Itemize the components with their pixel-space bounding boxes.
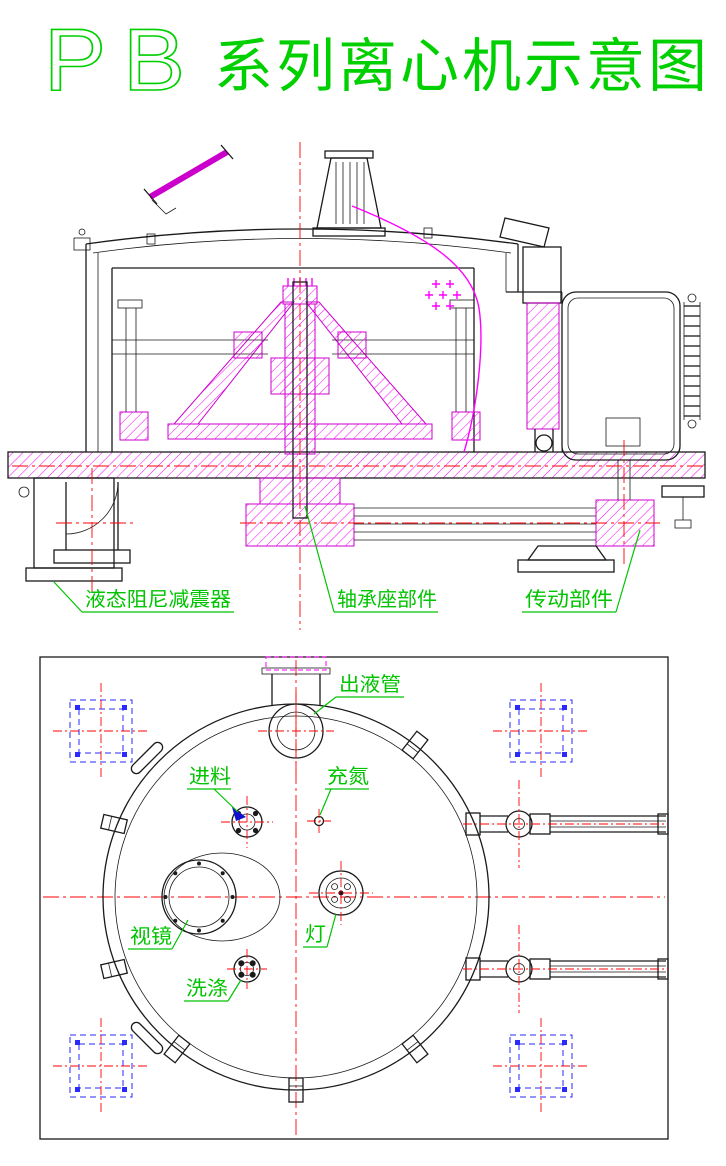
label-bearing: 轴承座部件: [304, 505, 438, 613]
rim-cleat-left-lower: [100, 958, 128, 980]
lid-lift-lever: [143, 144, 234, 215]
right-support-foot: [517, 485, 705, 573]
label-wash: 洗涤: [184, 977, 242, 1002]
lid-handle-bottom-left: [128, 1019, 166, 1057]
outlet-pipe: [258, 656, 334, 769]
hinge-arm-lower: [462, 924, 669, 1014]
sight-glass: [161, 852, 281, 942]
cable-spline: [351, 205, 482, 453]
label-damper: 液态阻尼减震器: [53, 581, 234, 613]
side-section-view: 液态阻尼减震器 轴承座部件 传动部件: [7, 142, 706, 630]
lid-hinge-jack: [499, 217, 562, 452]
side-centerlines: [12, 142, 704, 630]
motor: [561, 291, 681, 500]
label-wash-text: 洗涤: [186, 977, 228, 1000]
nitrogen-port: [307, 809, 331, 833]
wash-port: [227, 949, 267, 989]
lamp-port: [309, 861, 373, 925]
page-title-pb: PB: [44, 10, 202, 109]
label-damper-text: 液态阻尼减震器: [85, 588, 231, 611]
feed-inlet: [221, 796, 273, 848]
label-drive: 传动部件: [522, 529, 641, 613]
page-title: PB 系列离心机示意图: [43, 9, 710, 110]
motor-spring: [683, 293, 701, 429]
label-bearing-text: 轴承座部件: [337, 588, 437, 611]
page-title-text: 系列离心机示意图: [214, 34, 710, 99]
plan-border: [39, 656, 669, 1140]
plan-view: 出液管 进料 充氮: [39, 656, 669, 1140]
rim-cleat-left-upper: [100, 813, 128, 835]
foundation-pad-bottom-right: [492, 1017, 590, 1115]
label-nitrogen-text: 充氮: [327, 765, 369, 788]
label-outlet: 出液管: [313, 673, 404, 715]
hinge-arm-upper: [462, 779, 669, 869]
base-plate: [7, 451, 706, 479]
foundation-pad-top-left: [52, 682, 150, 780]
label-outlet-text: 出液管: [339, 673, 401, 696]
label-sight-glass: 视镜: [128, 919, 189, 950]
rotor-cone-section: [117, 299, 481, 441]
label-feed: 进料: [187, 765, 239, 813]
label-drive-text: 传动部件: [525, 588, 613, 611]
label-feed-text: 进料: [189, 765, 231, 788]
vent-cone: [312, 150, 386, 237]
label-lamp-text: 灯: [305, 923, 326, 946]
lid-handle-top-left: [128, 739, 166, 777]
foundation-pad-top-right: [492, 682, 590, 780]
left-support-leg: [18, 477, 123, 582]
bearing-bridge: [112, 331, 474, 359]
label-nitrogen: 充氮: [319, 765, 369, 816]
label-lamp: 灯: [303, 913, 337, 948]
label-sight-glass-text: 视镜: [130, 925, 172, 948]
